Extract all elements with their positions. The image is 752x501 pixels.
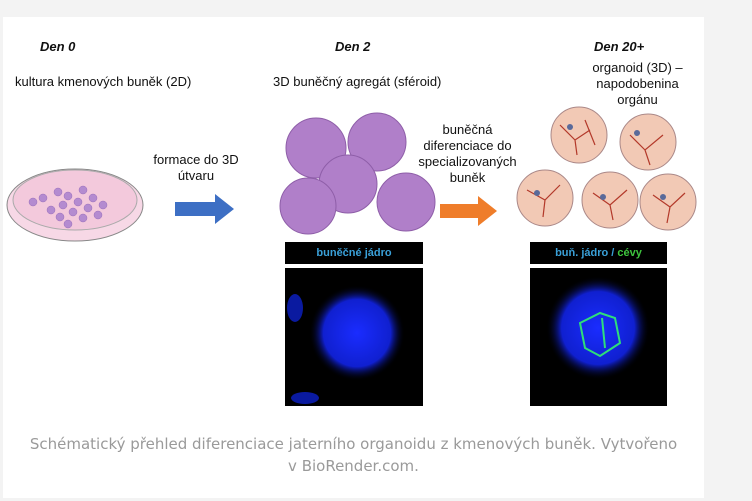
stage-20-label: organoid (3D) – napodobenina orgánu	[580, 60, 695, 108]
caption-line: Schématický přehled diferenciace jaterní…	[29, 435, 678, 453]
nuclei-vessels-stain-image	[546, 276, 650, 380]
micrograph-2-image	[530, 268, 667, 406]
arrow-1-label: formace do 3D útvaru	[150, 152, 242, 184]
caption-line: v BioRender.com.	[288, 457, 419, 475]
label-line: formace do 3D	[153, 152, 239, 167]
label-line: buněčná	[442, 122, 493, 137]
label-line: specializovaných	[418, 154, 517, 169]
label-line: buněk	[449, 170, 486, 185]
micrograph-1-image	[285, 268, 423, 406]
label-line: útvaru	[177, 168, 215, 183]
label-line: orgánu	[617, 92, 658, 107]
petri-dish-icon	[6, 168, 144, 242]
micrograph-2-label: buň. jádro / cévy	[530, 242, 667, 264]
stage-2-label: 3D buněčný agregát (sféroid)	[273, 74, 442, 89]
label-line: organoid (3D) –	[592, 60, 683, 75]
stage-day-2: Den 2	[335, 39, 371, 54]
spheroids-icon	[279, 112, 436, 235]
label-line: diferenciace do	[423, 138, 512, 153]
stage-day-0: Den 0	[40, 39, 76, 54]
arrow-right-blue-icon	[175, 194, 234, 224]
stage-day-20: Den 20+	[594, 39, 645, 54]
nuclei-stain-image	[287, 285, 405, 404]
label-line: napodobenina	[596, 76, 679, 91]
arrow-right-orange-icon	[440, 196, 497, 226]
micrograph-1-label: buněčné jádro	[285, 242, 423, 264]
label-nucleus: buň. jádro /	[555, 247, 618, 259]
figure-caption: Schématický přehled diferenciace jaterní…	[3, 433, 704, 477]
label-vessels: cévy	[617, 247, 642, 259]
organoids-icon	[516, 106, 697, 231]
stage-0-label: kultura kmenových buněk (2D)	[15, 74, 192, 89]
arrow-2-label: buněčná diferenciace do specializovaných…	[415, 122, 520, 186]
